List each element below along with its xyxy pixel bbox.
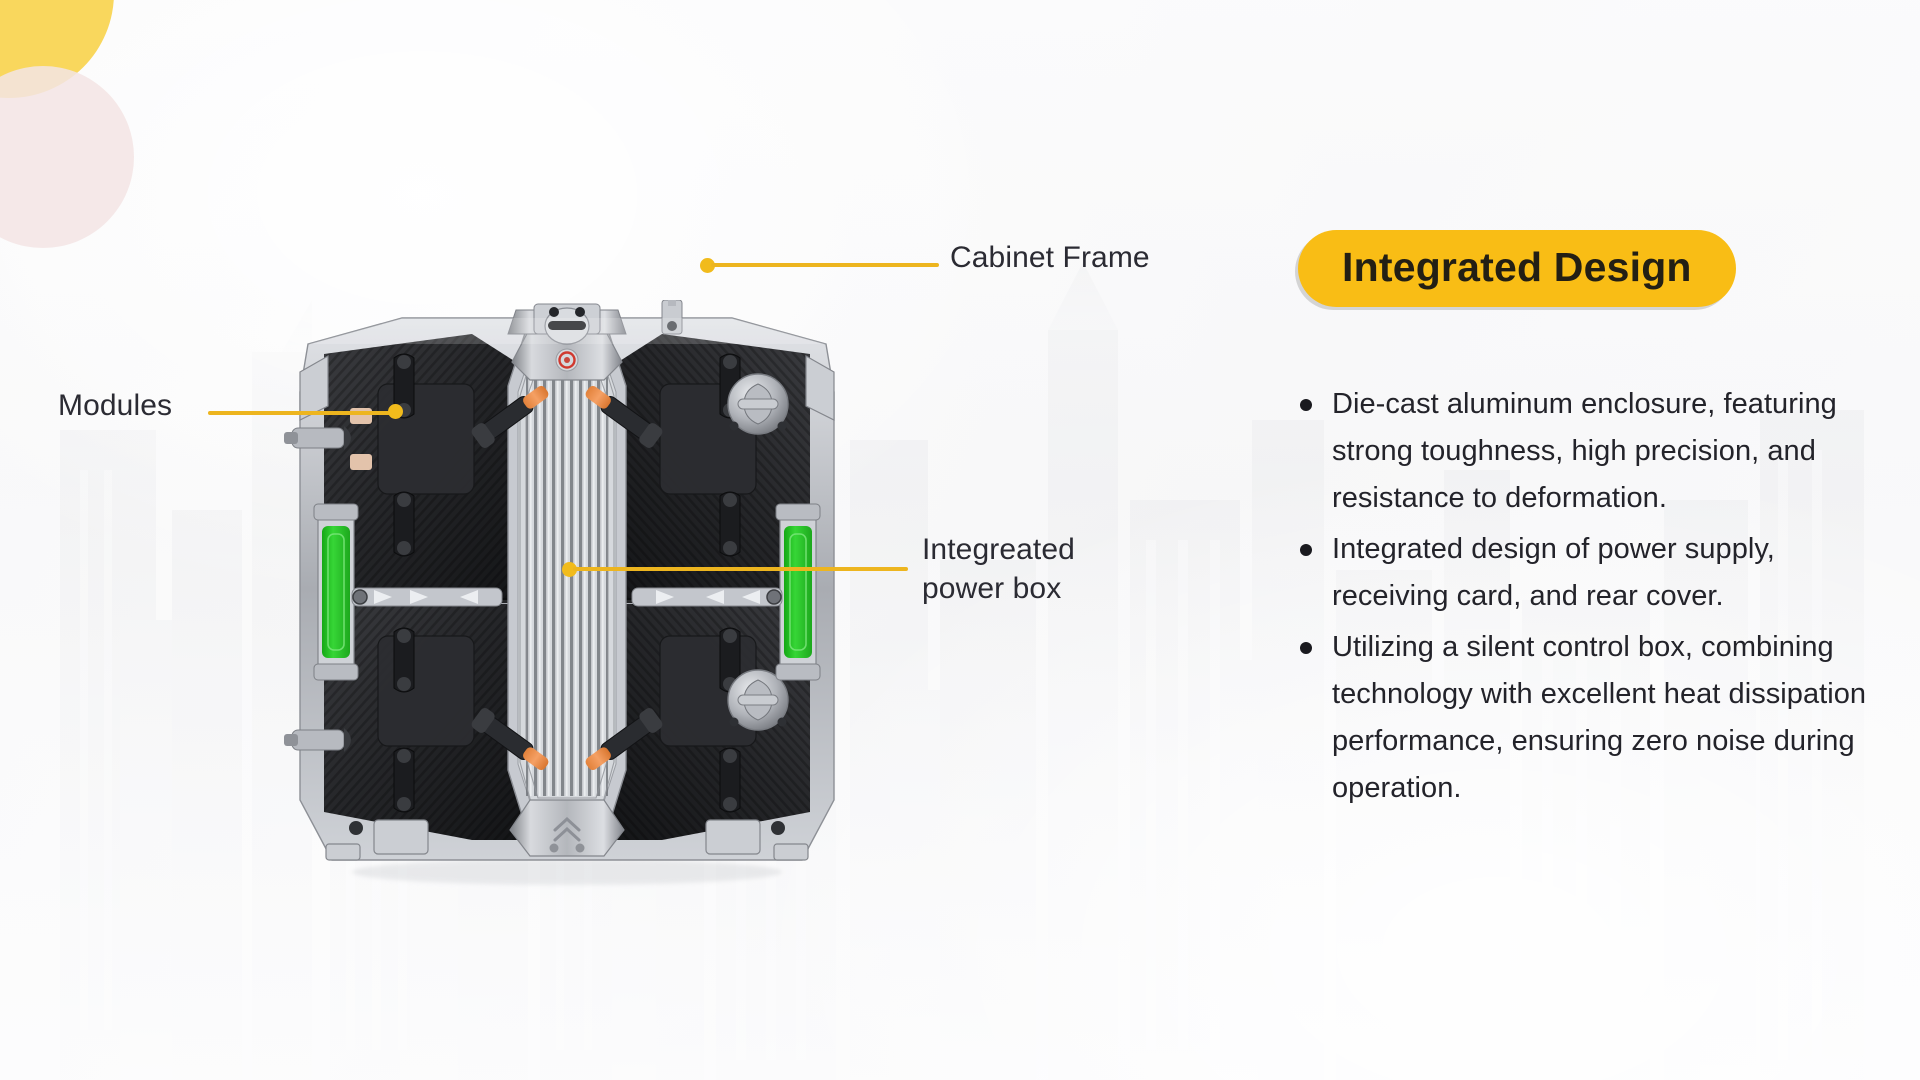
callout-dot-icon (562, 562, 577, 577)
callout-leader-line (573, 567, 908, 571)
led-cabinet-image (282, 300, 852, 890)
list-item: Die-cast aluminum enclosure, featuring s… (1298, 381, 1878, 522)
decorative-circle-pink (0, 66, 134, 248)
feature-list: Die-cast aluminum enclosure, featuring s… (1298, 381, 1878, 812)
callout-leader-line (711, 263, 939, 267)
feature-text: Integrated design of power supply, recei… (1332, 532, 1775, 612)
list-item: Utilizing a silent control box, combinin… (1298, 624, 1878, 812)
callout-dot-icon (388, 404, 403, 419)
callout-label-power-box: Integreated power box (922, 533, 1075, 605)
feature-panel: Integrated Design Die-cast aluminum encl… (1298, 230, 1878, 816)
bullet-icon (1300, 641, 1312, 654)
callout-label-cabinet-frame: Cabinet Frame (950, 241, 1150, 274)
feature-text: Utilizing a silent control box, combinin… (1332, 630, 1867, 804)
bullet-icon (1300, 399, 1312, 411)
callout-dot-icon (700, 258, 715, 273)
feature-text: Die-cast aluminum enclosure, featuring s… (1332, 388, 1837, 514)
callout-leader-line (208, 411, 393, 415)
callout-label-modules: Modules (58, 389, 173, 422)
list-item: Integrated design of power supply, recei… (1298, 526, 1878, 620)
page-title: Integrated Design (1298, 230, 1736, 307)
bullet-icon (1300, 543, 1312, 556)
